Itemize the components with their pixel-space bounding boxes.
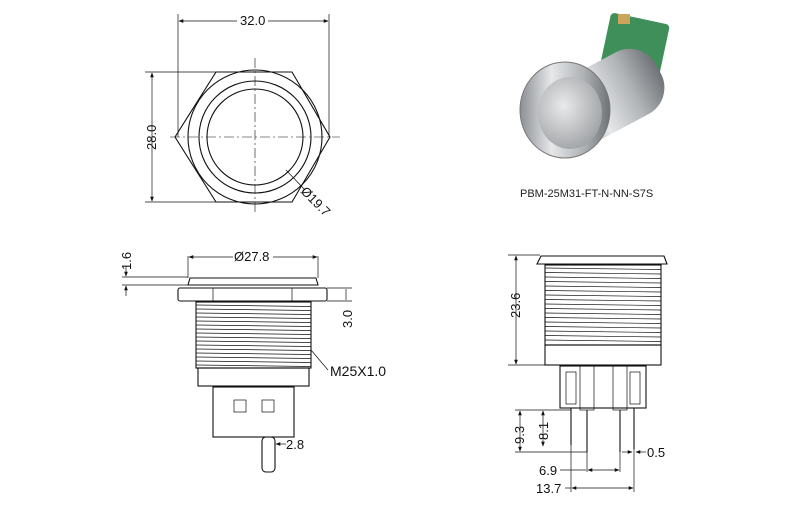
dim-pin-thickness: 0.5	[647, 445, 665, 460]
thread-line	[195, 336, 312, 339]
product-photo	[519, 13, 670, 159]
thread-line	[544, 276, 662, 279]
thread-line	[195, 364, 312, 367]
thread-line	[544, 326, 662, 329]
thread-line	[544, 294, 662, 297]
thread-line	[544, 281, 662, 284]
thread-line	[544, 290, 662, 293]
thread-line	[195, 356, 312, 359]
thread-line	[195, 312, 312, 315]
thread-line	[544, 321, 662, 324]
thread-line	[195, 324, 312, 327]
thread-line	[544, 272, 662, 275]
thread-line	[544, 335, 662, 338]
dim-inner-spacing: 6.9	[539, 463, 557, 478]
rear-view: 23.6 9.3 8.1 0.5 6.9 13.7	[508, 254, 668, 496]
dim-pin-width: 2.8	[286, 437, 304, 452]
thread-line	[544, 267, 662, 270]
side-view: Ø27.8 1.6 3.0 M25X1.0 2.8	[119, 249, 386, 473]
thread-line	[544, 312, 662, 315]
dim-outer-spacing: 13.7	[536, 481, 561, 496]
thread-label: M25X1.0	[330, 363, 386, 379]
thread-line	[544, 330, 662, 333]
thread-line	[195, 328, 312, 331]
thread-line	[195, 308, 312, 311]
top-view: 32.0 28.0 Ø19.7	[144, 13, 340, 219]
thread-line	[195, 344, 312, 347]
thread-line	[544, 285, 662, 288]
thread-line	[195, 348, 312, 351]
thread-line	[544, 339, 662, 342]
thread-line	[544, 299, 662, 302]
thread-line	[195, 320, 312, 323]
thread-line	[195, 332, 312, 335]
thread-line	[195, 340, 312, 343]
product-model-caption: PBM-25M31-FT-N-NN-S7S	[520, 188, 654, 200]
dim-nut-height: 3.0	[340, 310, 355, 328]
thread-line	[195, 360, 312, 363]
dim-pin-length-inner: 8.1	[536, 422, 551, 440]
dim-height: 28.0	[144, 125, 159, 150]
dim-cap-height: 1.6	[119, 252, 134, 270]
thread-line	[195, 352, 312, 355]
dim-cap-diameter: Ø27.8	[234, 249, 269, 264]
thread-line	[544, 317, 662, 320]
dim-diameter: Ø19.7	[298, 184, 334, 220]
dim-width: 32.0	[240, 13, 265, 28]
dim-pin-length-outer: 9.3	[512, 426, 527, 444]
thread-line	[195, 316, 312, 319]
thread-line	[544, 308, 662, 311]
thread-line	[544, 303, 662, 306]
thread-line	[195, 304, 312, 307]
dim-total-height: 23.6	[508, 293, 523, 318]
